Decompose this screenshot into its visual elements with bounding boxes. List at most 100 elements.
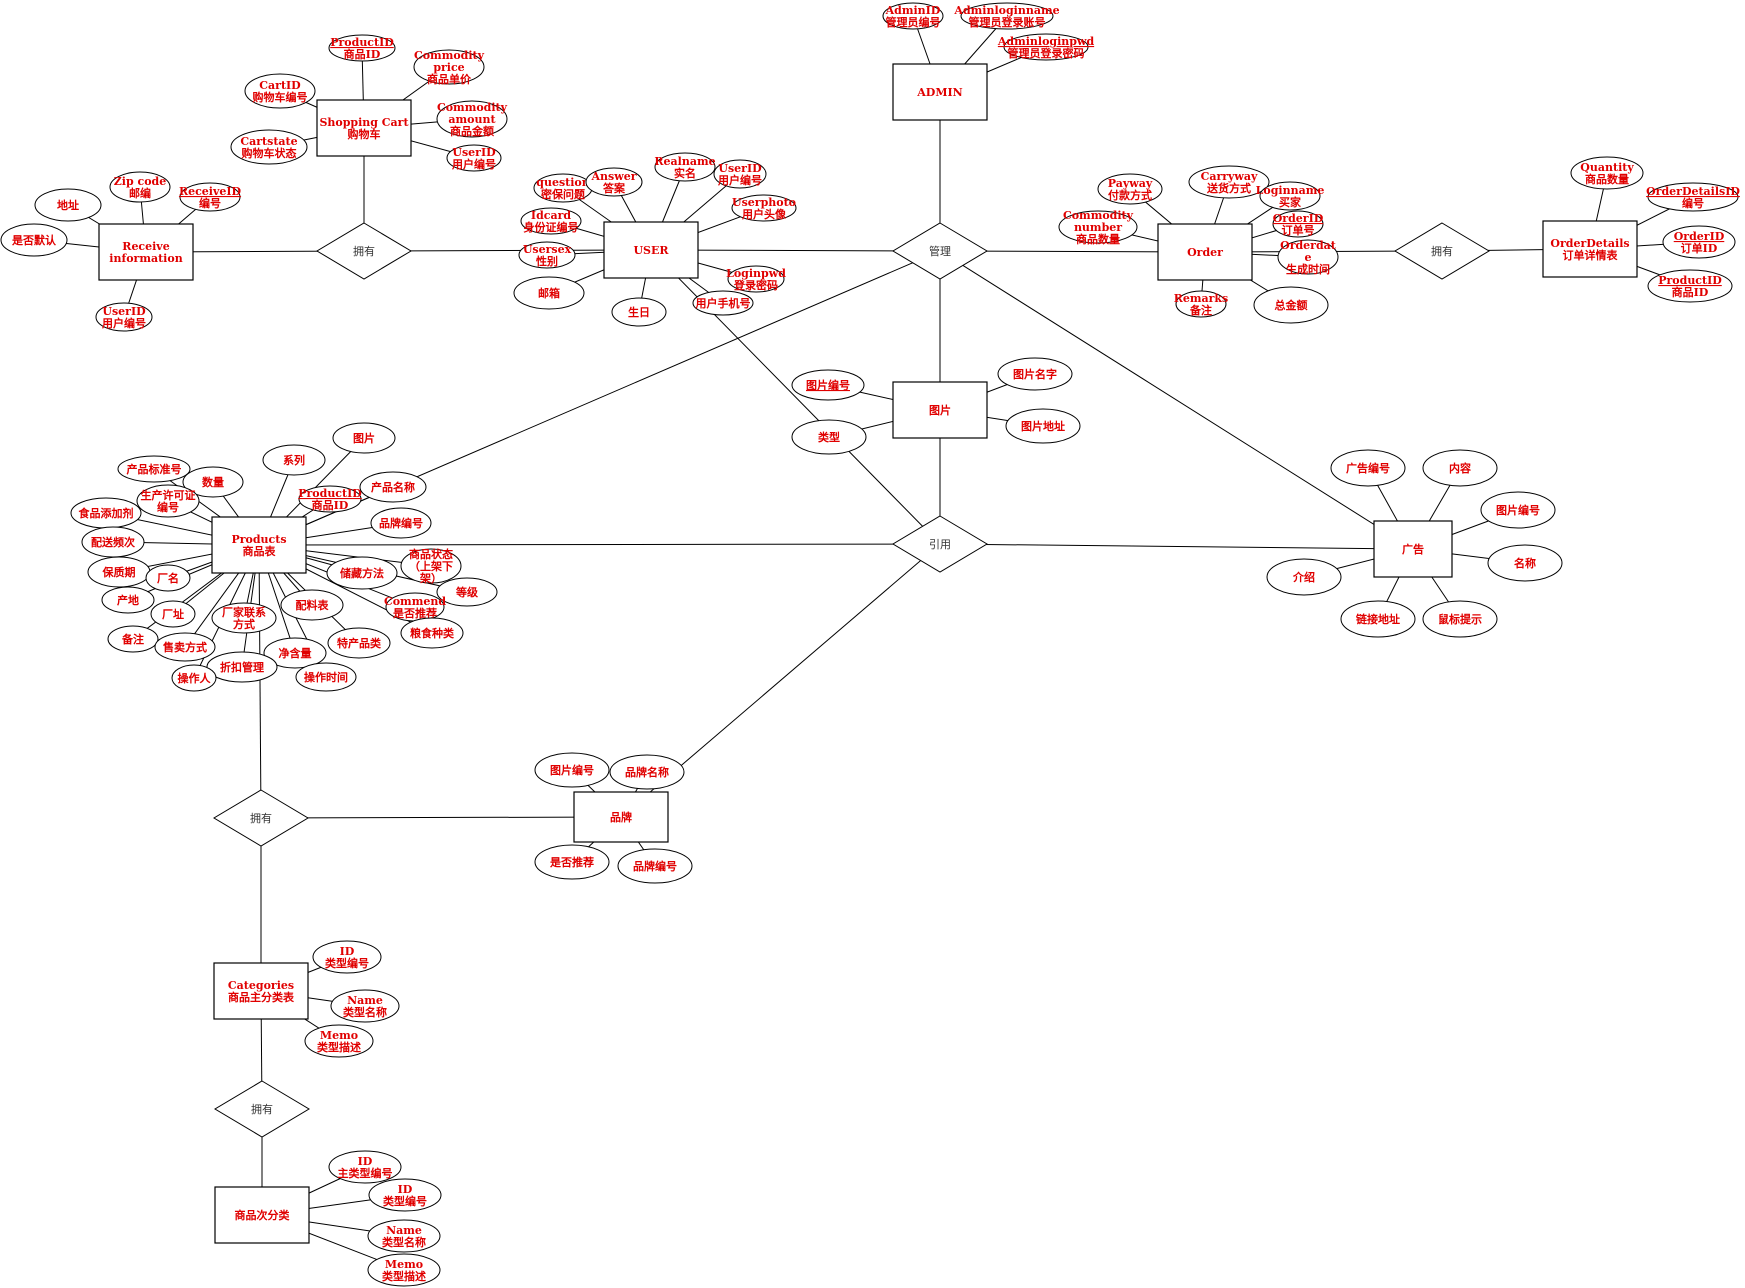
attr-b_name-text-0: 品牌名称 — [625, 765, 669, 779]
entity-order_details-text-0: OrderDetails — [1550, 237, 1629, 250]
attr-user_pwd-text-0: Loginpwd — [726, 267, 786, 280]
attribute-p-factory-addr: 厂址 — [150, 600, 196, 628]
entity-brand: 品牌 — [573, 791, 669, 843]
attr-p_grade-text-0: 等级 — [455, 585, 479, 599]
attr-user_id-text-0: UserID — [718, 162, 762, 175]
entity-box — [1157, 223, 1253, 281]
attr-cart_state-text-1: 购物车状态 — [242, 146, 297, 160]
attribute-p-name: 产品名称 — [359, 471, 427, 503]
attribute-p-factory-name: 厂名 — [145, 564, 191, 592]
attr-user_id-text-1: 用户编号 — [718, 173, 762, 187]
attribute-ellipse — [295, 662, 357, 692]
relation-diamond — [892, 222, 988, 280]
entity-box — [1542, 220, 1638, 278]
attribute-ellipse — [1422, 600, 1498, 638]
edge-products-refer — [258, 543, 941, 546]
entity-box — [214, 1186, 310, 1244]
attribute-ellipse — [400, 617, 464, 649]
attribute-ellipse — [413, 49, 485, 85]
attr-od_id-text-1: 编号 — [1682, 196, 1704, 210]
attribute-p-saleway: 售卖方式 — [154, 632, 216, 662]
attr-recv_address-text-0: 地址 — [57, 198, 79, 212]
attr-cart_amount-text-2: 商品金额 — [450, 124, 494, 138]
entity-picture-text-0: 图片 — [929, 403, 951, 417]
attribute-p-series: 系列 — [262, 444, 326, 476]
attribute-ellipse — [304, 1024, 374, 1058]
attr-order_total-text-0: 总金额 — [1275, 298, 1308, 312]
attribute-ellipse — [332, 422, 396, 454]
attr-user_sex-text-1: 性别 — [536, 254, 558, 268]
relation-diamond — [316, 222, 412, 280]
attr-p_series-text-0: 系列 — [283, 453, 305, 467]
attr-order_remarks-text-0: Remarks — [1174, 292, 1229, 305]
attribute-ad-link: 链接地址 — [1340, 600, 1416, 638]
attr-od_product_id-text-1: 商品ID — [1672, 285, 1709, 299]
attribute-b-name: 品牌名称 — [609, 754, 685, 790]
entity-order-text-0: Order — [1187, 246, 1223, 259]
attribute-ellipse — [791, 419, 867, 455]
attribute-ellipse — [997, 357, 1073, 391]
edge-refer-ad — [939, 543, 1414, 550]
attr-cart_id-text-0: CartID — [259, 79, 301, 92]
attr-order_remarks-text-1: 备注 — [1189, 303, 1212, 317]
attribute-p-remark: 备注 — [107, 625, 159, 653]
attribute-p-optime: 操作时间 — [295, 662, 357, 692]
attr-p_factory_name-text-0: 厂名 — [157, 571, 179, 585]
attribute-ellipse — [534, 752, 610, 788]
attr-user_email-text-0: 邮箱 — [538, 286, 560, 300]
attribute-ellipse — [211, 602, 277, 634]
attr-admin_id-text-0: AdminID — [885, 4, 941, 17]
attr-p_factory_addr-text-0: 厂址 — [162, 607, 184, 621]
attribute-user-email: 邮箱 — [513, 276, 585, 310]
attr-order_carryway-text-1: 送货方式 — [1206, 181, 1251, 195]
attr-user_idcard-text-1: 身份证编号 — [524, 220, 579, 234]
attr-p_standard-text-0: 产品标准号 — [127, 462, 182, 476]
entity-box — [573, 791, 669, 843]
attr-order_number-text-0: Commodity — [1063, 209, 1134, 222]
attribute-ellipse — [1005, 408, 1081, 444]
attribute-ellipse — [145, 564, 191, 592]
attr-user_photo-text-1: 用户头像 — [742, 207, 787, 221]
attr-od_product_id-text-0: ProductID — [1658, 274, 1722, 287]
attribute-ellipse — [263, 637, 327, 669]
attribute-p-grain: 粮食种类 — [400, 617, 464, 649]
attr-cart_price-text-1: price — [433, 61, 464, 74]
attr-c_memo-text-1: 类型描述 — [317, 1040, 361, 1054]
attr-s_name-text-0: Name — [386, 1224, 422, 1237]
attr-recv_user_id-text-1: 用户编号 — [102, 316, 146, 330]
attr-pic_addr-text-0: 图片地址 — [1021, 419, 1065, 433]
attribute-ellipse — [179, 182, 241, 212]
entity-picture: 图片 — [892, 381, 988, 439]
attribute-ellipse — [1259, 181, 1321, 211]
attr-user_answer-text-1: 答案 — [603, 181, 626, 195]
attr-p_commend-text-0: Commend — [384, 595, 446, 608]
attribute-ellipse — [328, 34, 396, 62]
attr-user_question-text-0: question — [536, 176, 589, 189]
attr-p_storage-text-0: 储藏方法 — [340, 566, 384, 580]
attr-b_id-text-0: 品牌编号 — [633, 859, 677, 873]
attr-s_main_id-text-0: ID — [358, 1155, 373, 1168]
attribute-ellipse — [791, 369, 865, 401]
attr-ad_tip-text-0: 鼠标提示 — [1438, 612, 1482, 626]
attribute-order-total: 总金额 — [1253, 286, 1329, 324]
attr-p_commend-text-1: 是否推荐 — [392, 606, 437, 620]
attr-order_date-text-1: e — [1305, 251, 1312, 264]
attr-c_id-text-0: ID — [340, 945, 355, 958]
attr-b_pic_id-text-0: 图片编号 — [550, 763, 594, 777]
attr-od_quantity-text-0: Quantity — [1580, 161, 1634, 174]
relation-diamond — [213, 789, 309, 847]
attribute-p-discount: 折扣管理 — [206, 651, 278, 683]
attr-s_id-text-1: 类型编号 — [383, 1194, 427, 1208]
attr-p_license-text-0: 生产许可证 — [141, 488, 196, 502]
attr-cart_amount-text-0: Commodity — [437, 101, 508, 114]
attr-p_name-text-0: 产品名称 — [371, 480, 415, 494]
attr-user_realname-text-1: 实名 — [674, 166, 696, 180]
